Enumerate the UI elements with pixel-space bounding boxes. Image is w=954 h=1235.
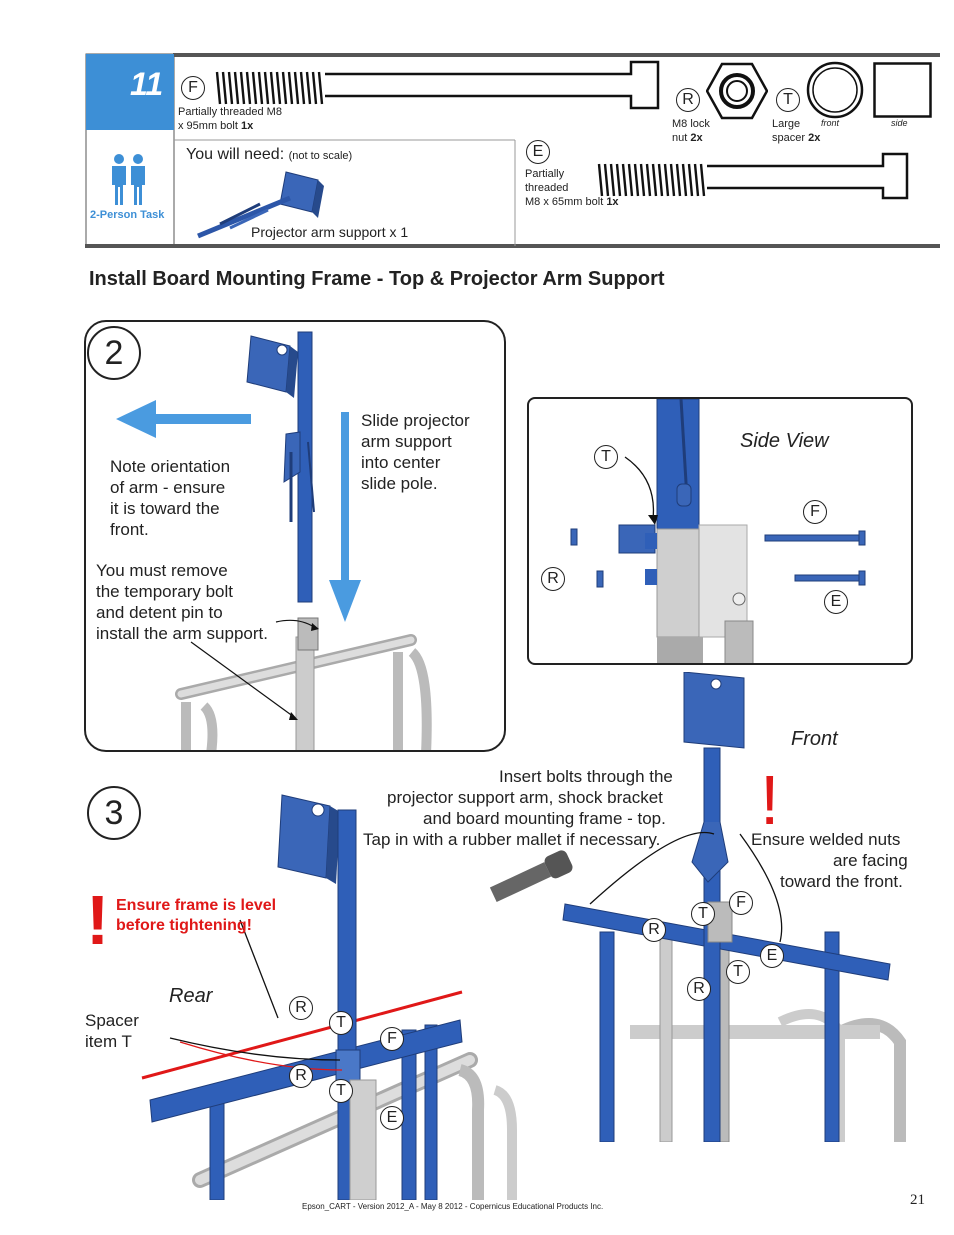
part-t-qty: 2x xyxy=(808,132,821,144)
part-r-qty: 2x xyxy=(690,132,703,144)
side-view-panel xyxy=(527,397,913,665)
part-e-desc1: Partially xyxy=(525,168,565,180)
front-label: Front xyxy=(791,728,838,750)
task-label: 2-Person Task xyxy=(90,209,165,221)
slide-text-line1: Slide projector xyxy=(361,411,470,430)
side-view-label-t: T xyxy=(594,445,618,469)
level-warning-line1: Ensure frame is level xyxy=(116,897,277,914)
part-f-desc2: x 95mm bolt 1x xyxy=(178,120,253,133)
side-view-illustration xyxy=(570,399,866,663)
part-f-desc2-text: x 95mm bolt xyxy=(178,120,238,132)
parts-header xyxy=(85,53,940,248)
level-warning-mark: ! xyxy=(86,881,110,959)
you-will-need-text: You will need: xyxy=(186,146,285,163)
side-view-label-e: E xyxy=(824,590,848,614)
part-t-desc1: Large xyxy=(772,118,801,130)
remove-text-line1: You must remove xyxy=(96,561,228,580)
slide-text-line4: slide pole. xyxy=(361,474,438,493)
projector-arm-caption: Projector arm support x 1 xyxy=(251,224,409,240)
part-e-badge: E xyxy=(526,140,550,164)
spacer-text-line2: item T xyxy=(85,1032,132,1051)
insert-text-line4: Tap in with a rubber mallet if necessary… xyxy=(363,830,661,849)
part-t-badge: T xyxy=(776,88,800,112)
part-r-desc1: M8 lock xyxy=(672,118,710,130)
bolt-f-icon xyxy=(215,60,660,110)
part-f-desc1: Partially threaded M8 xyxy=(178,106,282,118)
part-t-desc2: spacer 2x xyxy=(772,132,820,145)
parts-header-frame xyxy=(85,53,940,248)
front-label-r2: R xyxy=(687,977,711,1001)
welded-text-line1: Ensure welded nuts xyxy=(751,830,901,849)
step2-panel xyxy=(84,320,506,752)
front-label-t1: T xyxy=(691,902,715,926)
part-f-badge: F xyxy=(181,76,205,100)
rear-label-r2: R xyxy=(289,1064,313,1088)
slide-text-line2: arm support xyxy=(361,432,452,451)
spacer-front-icon xyxy=(806,61,864,119)
note-orientation-line2: of arm - ensure xyxy=(110,478,226,497)
footer-text: Epson_CART - Version 2012_A - May 8 2012… xyxy=(302,1202,604,1211)
part-e-desc3: M8 x 65mm bolt 1x xyxy=(525,196,619,209)
part-r-desc2-text: nut xyxy=(672,132,688,144)
spacer-text-line1: Spacer xyxy=(85,1011,139,1030)
part-r-desc2: nut 2x xyxy=(672,132,703,145)
slide-text-line3: into center xyxy=(361,453,441,472)
page-number: 21 xyxy=(910,1192,925,1208)
step2-illustration xyxy=(116,331,432,750)
welded-text-line2: are facing xyxy=(833,851,908,870)
bolt-e-icon xyxy=(597,152,909,200)
remove-text-line4: install the arm support. xyxy=(96,624,268,643)
welded-text-line3: toward the front. xyxy=(780,872,903,891)
remove-text-line3: and detent pin to xyxy=(96,603,223,622)
side-view-title: Side View xyxy=(740,430,829,452)
front-label-f: F xyxy=(729,891,753,915)
step-number: 11 xyxy=(130,66,164,102)
insert-text-line3: and board mounting frame - top. xyxy=(423,809,666,828)
front-label-r1: R xyxy=(642,918,666,942)
two-person-icon xyxy=(112,154,145,205)
side-view-label-f: F xyxy=(803,500,827,524)
projector-arm-thumbnail xyxy=(197,171,324,239)
part-t-front: front xyxy=(821,118,840,128)
section-title: Install Board Mounting Frame - Top & Pro… xyxy=(89,268,665,290)
note-orientation-line4: front. xyxy=(110,520,149,539)
not-to-scale: (not to scale) xyxy=(288,150,353,162)
step2-number-badge: 2 xyxy=(87,326,141,380)
side-view-label-r: R xyxy=(541,567,565,591)
front-warning-mark: ! xyxy=(760,761,780,839)
rear-label-r1: R xyxy=(289,996,313,1020)
part-e-desc3-text: M8 x 65mm bolt xyxy=(525,196,604,208)
front-label-e: E xyxy=(760,944,784,968)
note-orientation-line3: it is toward the xyxy=(110,499,220,518)
you-will-need: You will need: (not to scale) xyxy=(186,146,352,164)
part-r-badge: R xyxy=(676,88,700,112)
insert-text-line2: projector support arm, shock bracket xyxy=(387,788,663,807)
insert-text-line1: Insert bolts through the xyxy=(499,767,673,786)
lock-nut-icon xyxy=(706,62,768,120)
rear-label: Rear xyxy=(169,985,213,1007)
part-e-desc2: threaded xyxy=(525,182,569,194)
remove-text-line2: the temporary bolt xyxy=(96,582,234,601)
part-t-side: side xyxy=(891,118,908,128)
spacer-side-icon xyxy=(873,62,932,118)
part-e-qty: 1x xyxy=(606,196,619,208)
rear-label-f: F xyxy=(380,1027,404,1051)
front-label-t2: T xyxy=(726,960,750,984)
rear-label-t1: T xyxy=(329,1011,353,1035)
note-orientation-line1: Note orientation xyxy=(110,457,231,476)
step3-number-badge: 3 xyxy=(87,786,141,840)
level-warning-line2: before tightening! xyxy=(116,917,252,934)
part-f-qty: 1x xyxy=(240,120,254,132)
part-t-desc2-text: spacer xyxy=(772,132,806,144)
rear-label-e: E xyxy=(380,1106,404,1130)
rear-label-t2: T xyxy=(329,1079,353,1103)
